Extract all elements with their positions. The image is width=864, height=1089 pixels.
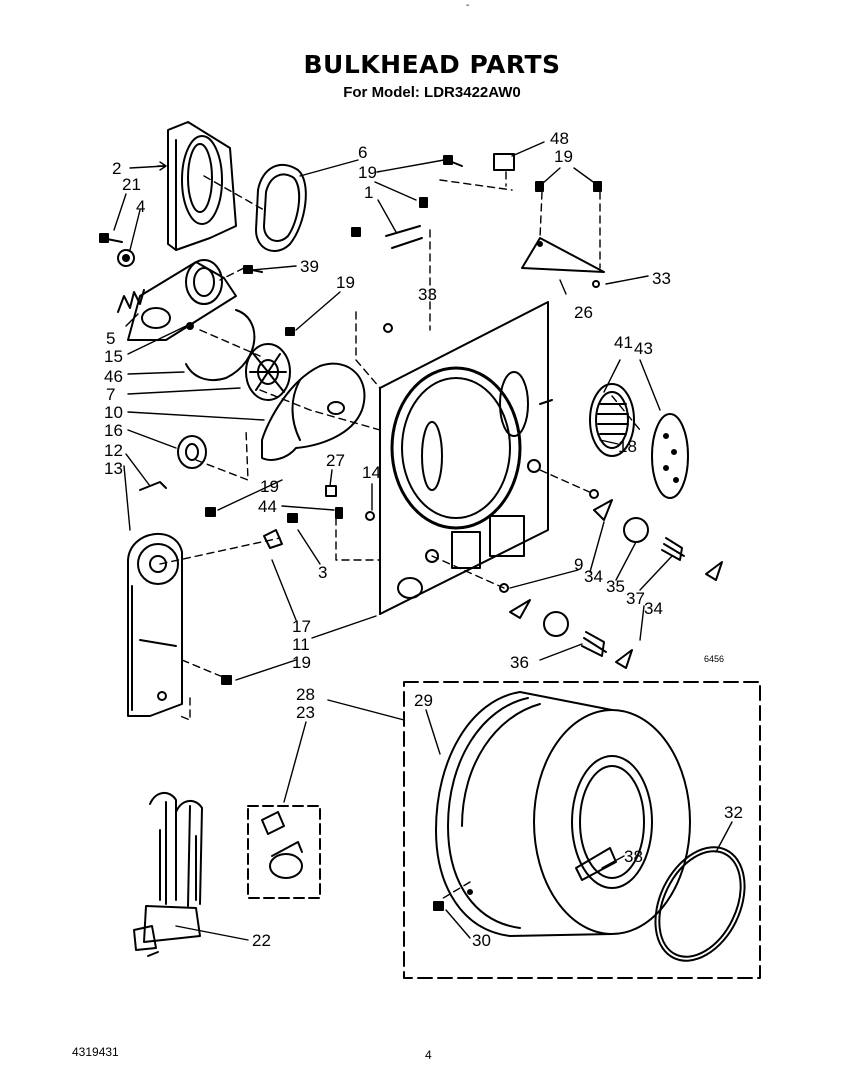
model-subtitle: For Model: LDR3422AW0: [343, 84, 521, 101]
kit-box-part: [247, 805, 321, 899]
callout-19a: 19: [358, 163, 377, 182]
callout-19d: 19: [260, 477, 279, 496]
callout-12: 12: [104, 441, 123, 460]
callout-9: 9: [574, 555, 583, 574]
callout-19c: 19: [336, 273, 355, 292]
callout-28: 28: [296, 685, 315, 704]
connector-block-part: [493, 153, 515, 171]
drum-seal-part: [654, 846, 746, 962]
callout-27: 27: [326, 451, 345, 470]
callout-labels: 2 21 4 6 19 1 48 19 39 19 33 33 26 5 15 …: [104, 129, 743, 950]
fasteners: [186, 155, 602, 685]
callout-15: 15: [104, 347, 123, 366]
callout-7: 7: [106, 385, 115, 404]
callout-11: 11: [292, 635, 310, 654]
callout-26: 26: [574, 303, 593, 322]
callout-17: 17: [292, 617, 311, 636]
callout-33b: 33: [652, 269, 671, 288]
callout-41: 41: [614, 333, 633, 352]
callout-21: 21: [122, 175, 141, 194]
callout-34a: 34: [584, 567, 603, 586]
drum-assembly-box: [403, 681, 761, 979]
mount-plate-part: [127, 532, 183, 717]
callout-48: 48: [550, 129, 569, 148]
callout-46: 46: [104, 367, 123, 386]
heater-bracket-part: [117, 259, 237, 341]
callout-22: 22: [252, 931, 271, 950]
heater-element-part: [133, 792, 203, 957]
callout-19e: 19: [292, 653, 311, 672]
callout-39: 39: [300, 257, 319, 276]
clamp-ring-part: [185, 309, 256, 382]
callout-16: 16: [104, 421, 123, 440]
callout-35: 35: [606, 577, 625, 596]
callout-32: 32: [724, 803, 743, 822]
callout-34b: 34: [644, 599, 663, 618]
callout-44: 44: [258, 497, 277, 516]
figure-code: 6456: [704, 654, 724, 664]
page-number: 4: [425, 1048, 432, 1062]
rear-duct-part: [167, 121, 237, 251]
top-mark: -: [466, 0, 470, 11]
blower-seal-part: [177, 435, 207, 469]
page-title: BULKHEAD PARTS: [303, 50, 561, 79]
document-number: 4319431: [72, 1045, 119, 1059]
callout-6: 6: [358, 143, 367, 162]
callout-3: 3: [318, 563, 327, 582]
drum-part: [433, 691, 691, 937]
leader-lines: [113, 141, 733, 941]
callout-37: 37: [626, 589, 645, 608]
callout-38: 38: [624, 847, 643, 866]
drum-roller-upper-part: [593, 499, 723, 581]
clip-part: [139, 481, 167, 491]
callout-36: 36: [510, 653, 529, 672]
callout-10: 10: [104, 403, 123, 422]
callout-19b: 19: [554, 147, 573, 166]
callout-14: 14: [362, 463, 381, 482]
dashed-guide-lines: [159, 171, 641, 901]
callout-43: 43: [634, 339, 653, 358]
callout-23: 23: [296, 703, 315, 722]
callout-2: 2: [112, 159, 121, 178]
drum-roller-lower-part: [509, 599, 633, 669]
callout-30: 30: [472, 931, 491, 950]
vent-cover-part: [651, 413, 689, 499]
vent-grille-part: [589, 383, 635, 457]
callout-18: 18: [618, 437, 637, 456]
callout-4: 4: [136, 197, 145, 216]
callout-13: 13: [104, 459, 123, 478]
duct-seal-part: [255, 163, 307, 252]
blower-wheel-part: [245, 343, 291, 401]
bulkhead-panel-part: [379, 301, 553, 615]
callout-29: 29: [414, 691, 433, 710]
blower-housing-part: [261, 362, 366, 461]
callout-1: 1: [364, 183, 373, 202]
callout-33a: 33: [418, 285, 437, 304]
support-bracket-part: [521, 237, 605, 288]
bearing-parts: [99, 233, 135, 267]
callout-5: 5: [106, 329, 115, 348]
